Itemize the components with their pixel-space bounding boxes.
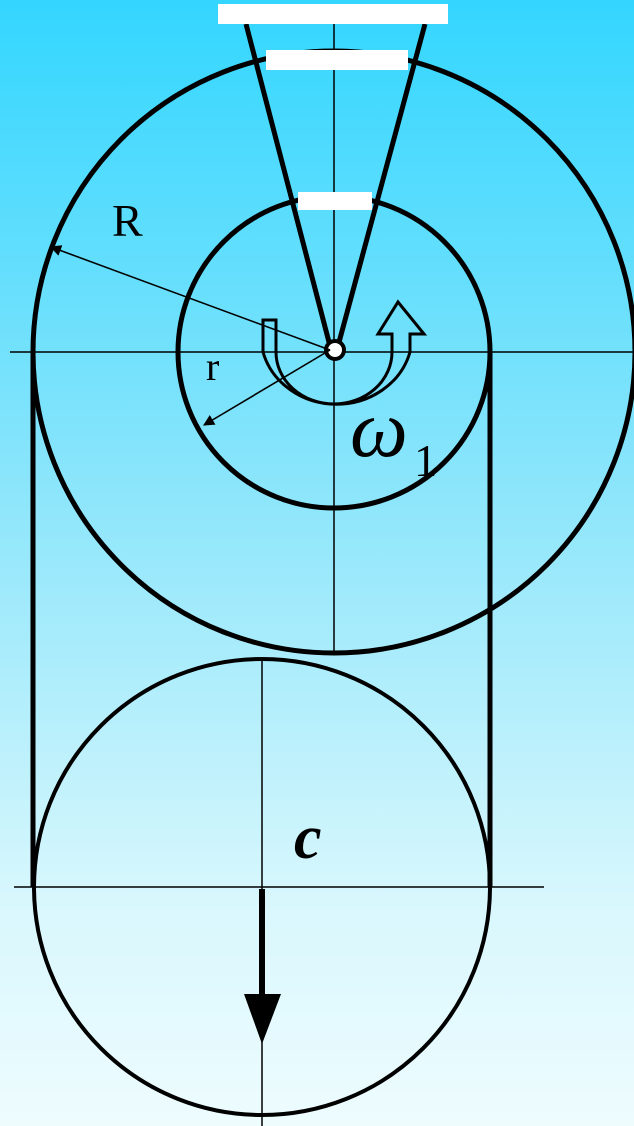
weight-arrow-head: [244, 994, 281, 1044]
inner-circle-crossbar: [298, 192, 372, 210]
axle-circle: [324, 339, 346, 361]
label-center-point: c: [294, 804, 322, 872]
rotation-arrow-icon: [261, 299, 428, 406]
radius-r-arrow: [203, 349, 331, 426]
ceiling-plate: [218, 4, 448, 24]
radius-R-arrow: [49, 245, 331, 351]
support-arm-left: [243, 23, 333, 347]
label-inner-radius: r: [206, 344, 219, 389]
support-arm-right: [335, 23, 428, 347]
outer-circle-crossbar: [266, 50, 408, 70]
label-outer-radius: R: [112, 195, 143, 246]
label-angular-velocity-subscript: 1: [414, 435, 437, 486]
label-angular-velocity: ω: [350, 383, 408, 474]
